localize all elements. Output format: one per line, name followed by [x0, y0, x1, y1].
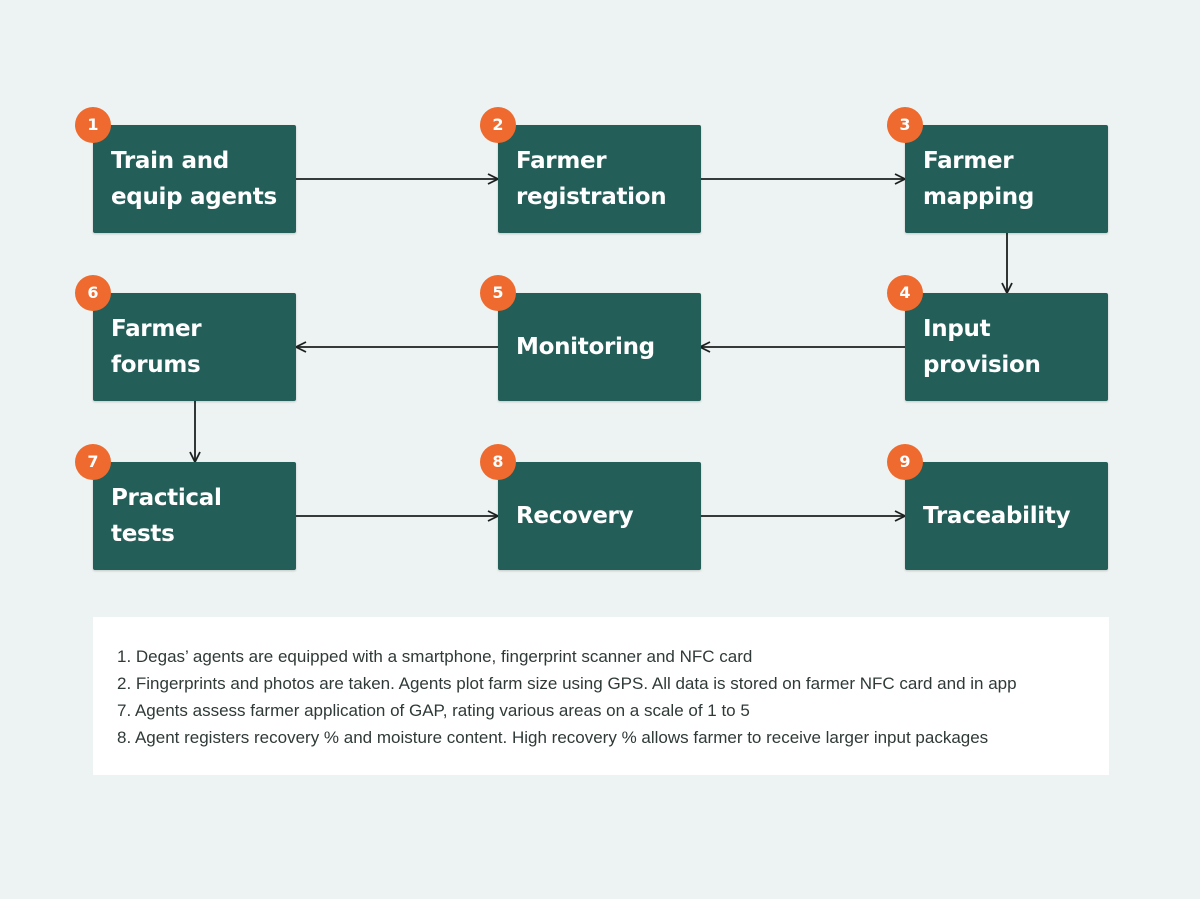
step-box-farmer-registration: Farmer registration	[498, 125, 701, 233]
step-box-farmer-forums: Farmer forums	[93, 293, 296, 401]
step-number-badge: 1	[75, 107, 111, 143]
step-label: Input provision	[923, 316, 1041, 378]
step-number-badge: 4	[887, 275, 923, 311]
step-label: Recovery	[516, 503, 634, 529]
step-label: Practical tests	[111, 485, 222, 547]
note-line: 8. Agent registers recovery % and moistu…	[117, 728, 989, 747]
step-box-recovery: Recovery	[498, 462, 701, 570]
step-box-monitoring: Monitoring	[498, 293, 701, 401]
step-box-practical-tests: Practical tests	[93, 462, 296, 570]
note-line: 7. Agents assess farmer application of G…	[117, 701, 750, 720]
step-label: Traceability	[923, 503, 1071, 529]
step-number-badge: 6	[75, 275, 111, 311]
step-box-traceability: Traceability	[905, 462, 1108, 570]
step-label: Farmer registration	[516, 148, 667, 210]
notes-panel: 1. Degas’ agents are equipped with a sma…	[93, 617, 1109, 775]
step-number-badge: 9	[887, 444, 923, 480]
step-box-train-and-equip-agents: Train and equip agents	[93, 125, 296, 233]
step-number-badge: 2	[480, 107, 516, 143]
step-box-input-provision: Input provision	[905, 293, 1108, 401]
step-box-farmer-mapping: Farmer mapping	[905, 125, 1108, 233]
step-number-badge: 3	[887, 107, 923, 143]
step-label: Farmer forums	[111, 316, 202, 378]
step-number-badge: 7	[75, 444, 111, 480]
step-number-badge: 8	[480, 444, 516, 480]
step-number-badge: 5	[480, 275, 516, 311]
step-label: Monitoring	[516, 334, 655, 360]
step-label: Train and equip agents	[111, 148, 277, 210]
note-line: 1. Degas’ agents are equipped with a sma…	[117, 647, 753, 666]
note-line: 2. Fingerprints and photos are taken. Ag…	[117, 674, 1017, 693]
step-label: Farmer mapping	[923, 148, 1035, 210]
